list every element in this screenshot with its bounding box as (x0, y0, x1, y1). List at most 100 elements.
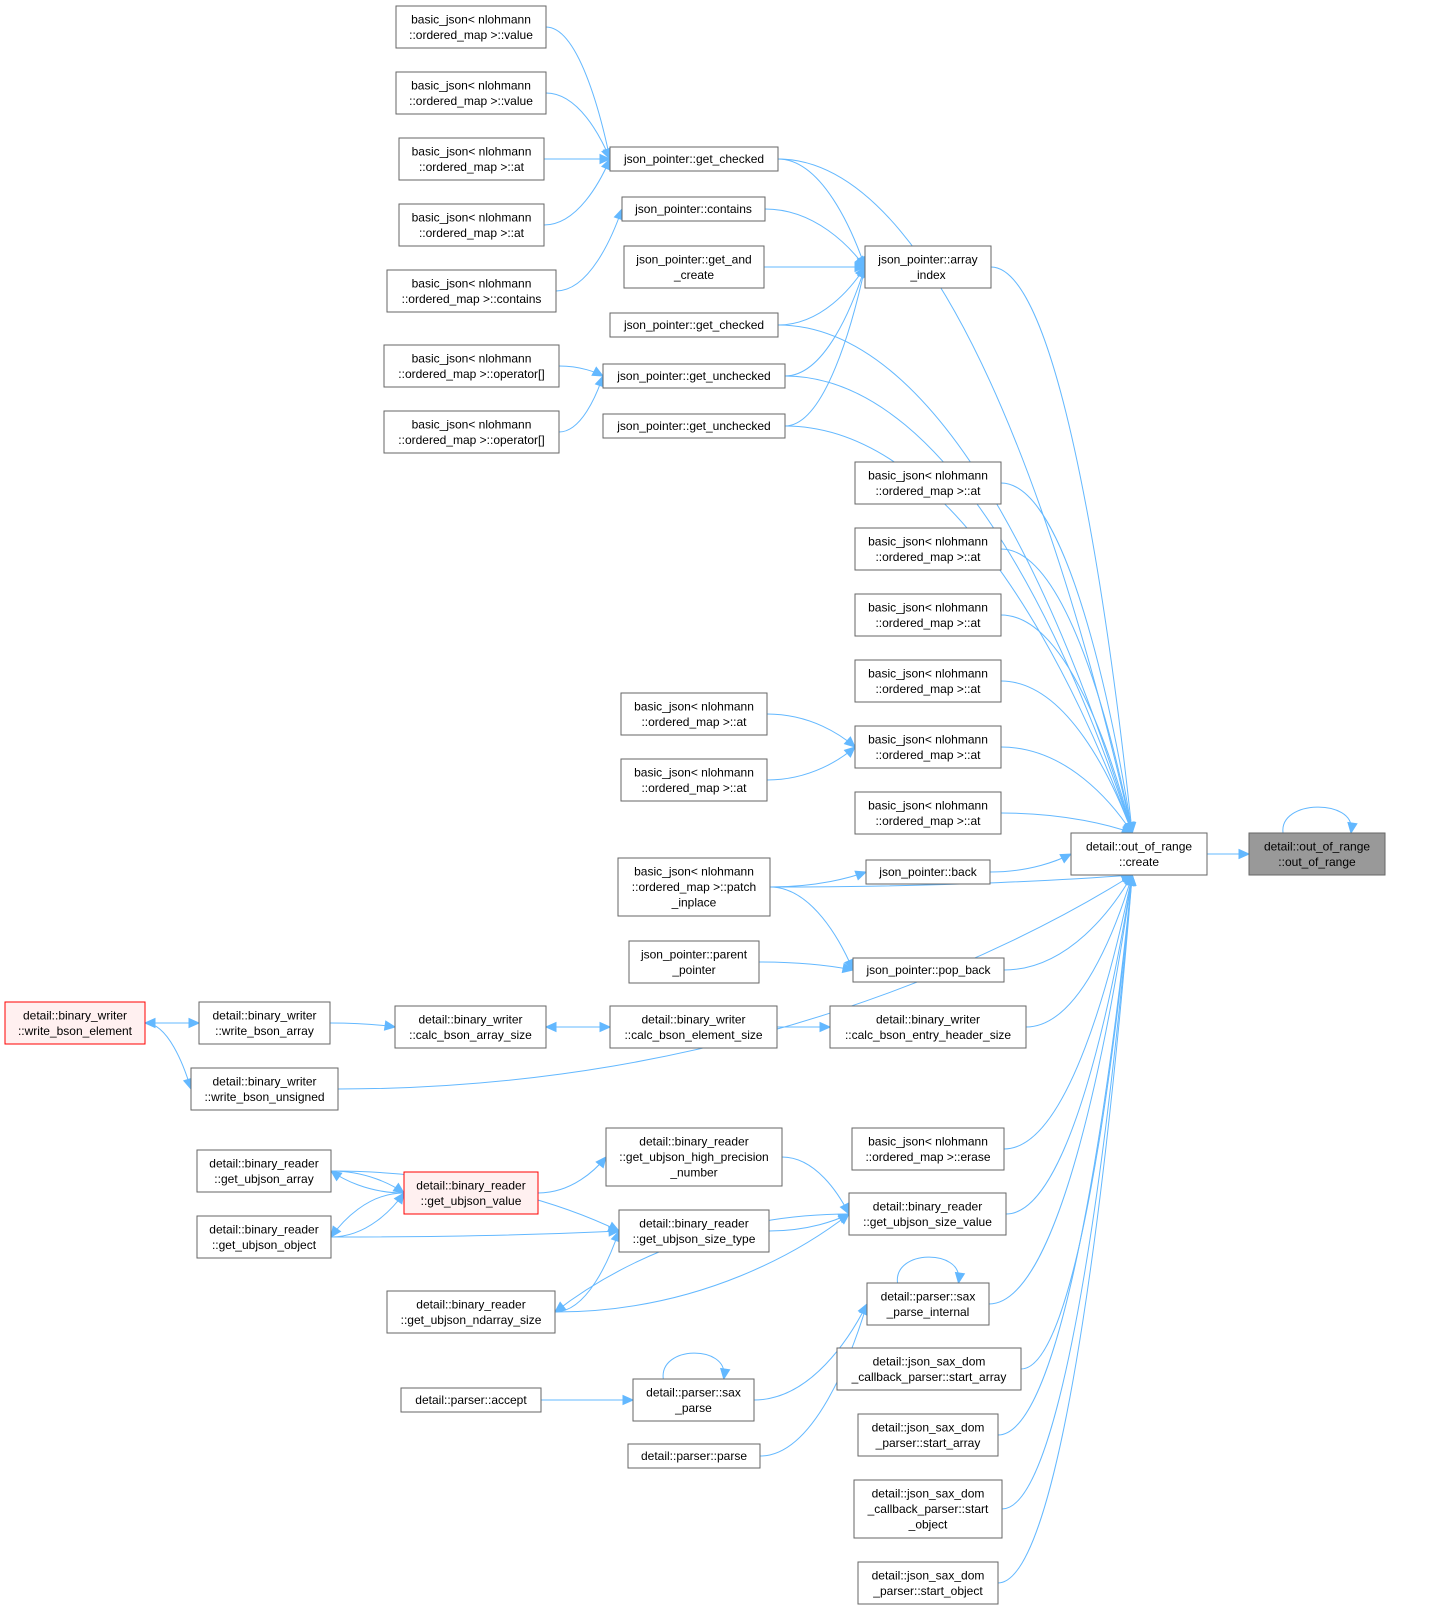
node-bj_at1[interactable]: basic_json< nlohmann::ordered_map >::at (854, 461, 1002, 505)
node-br_get_ubjson_value[interactable]: detail::binary_reader::get_ubjson_value (403, 1171, 539, 1215)
edge-jp_back-to-create (989, 853, 1073, 873)
node-label-line: ::ordered_map >::patch (632, 880, 756, 894)
node-p_sax_parse_internal[interactable]: detail::parser::sax_parse_internal (866, 1282, 990, 1326)
node-bj_at_d[interactable]: basic_json< nlohmann::ordered_map >::at (620, 758, 768, 802)
node-br_get_ubjson_object[interactable]: detail::binary_reader::get_ubjson_object (196, 1215, 332, 1259)
edge-bw_write_bson_element-to-bw_write_bson_unsigned (144, 1022, 194, 1091)
edge-br_get_ubjson_value-to-br_get_ubjson_array (330, 1170, 405, 1194)
node-label-line: basic_json< nlohmann (868, 798, 988, 812)
node-label-line: json_pointer::pop_back (865, 963, 991, 977)
node-box (609, 312, 779, 338)
node-label-line: detail::json_sax_dom (872, 1420, 985, 1434)
edge-bj_at5-to-create (1000, 746, 1133, 835)
node-jp_parent[interactable]: json_pointer::parent_pointer (628, 940, 760, 984)
node-bj_value2[interactable]: basic_json< nlohmann::ordered_map >::val… (395, 71, 547, 115)
node-bj_at5[interactable]: basic_json< nlohmann::ordered_map >::at (854, 725, 1002, 769)
node-bw_calc_bson_element_size[interactable]: detail::binary_writer::calc_bson_element… (609, 1005, 778, 1049)
node-bj_value1[interactable]: basic_json< nlohmann::ordered_map >::val… (395, 5, 547, 49)
node-box (864, 245, 992, 289)
node-bw_calc_bson_entry_header_size[interactable]: detail::binary_writer::calc_bson_entry_h… (829, 1005, 1027, 1049)
node-bw_write_bson_element[interactable]: detail::binary_writer::write_bson_elemen… (4, 1001, 146, 1045)
node-bj_at6[interactable]: basic_json< nlohmann::ordered_map >::at (854, 791, 1002, 835)
node-br_get_ubjson_high_precision[interactable]: detail::binary_reader::get_ubjson_high_p… (605, 1127, 783, 1187)
node-box (853, 1479, 1003, 1539)
node-jsdp_start_object[interactable]: detail::json_sax_dom_parser::start_objec… (857, 1561, 999, 1605)
node-jsdcp_start_array[interactable]: detail::json_sax_dom_callback_parser::st… (836, 1347, 1022, 1391)
node-jp_get_checked2[interactable]: json_pointer::get_checked (609, 312, 779, 338)
node-label-line: detail::binary_reader (873, 1199, 982, 1213)
edge-br_get_ubjson_object-to-br_get_ubjson_value (330, 1192, 405, 1238)
edge-arrowhead (854, 261, 867, 273)
node-jsdp_start_array[interactable]: detail::json_sax_dom_parser::start_array (857, 1413, 999, 1457)
node-root[interactable]: detail::out_of_range::out_of_range (1248, 832, 1386, 876)
edge-arrowhead (383, 1020, 397, 1031)
edge-bj_value2-to-jp_get_checked1 (545, 92, 611, 161)
edge-p_accept-to-p_sax_parse (541, 1394, 635, 1406)
node-jp_get_checked1[interactable]: json_pointer::get_checked (609, 146, 779, 172)
edge-br_get_ubjson_ndarray_size-to-br_get_ubjson_size_type (554, 1229, 621, 1313)
edge-line (554, 1213, 850, 1313)
node-label-line: ::out_of_range (1278, 855, 1356, 869)
node-label-line: ::write_bson_element (18, 1024, 133, 1038)
node-bj_at2[interactable]: basic_json< nlohmann::ordered_map >::at (854, 527, 1002, 571)
node-jsdcp_start_object[interactable]: detail::json_sax_dom_callback_parser::st… (853, 1479, 1003, 1539)
node-jp_get_unchecked2[interactable]: json_pointer::get_unchecked (602, 413, 786, 439)
node-jp_contains[interactable]: json_pointer::contains (621, 196, 766, 222)
node-bj_at_a[interactable]: basic_json< nlohmann::ordered_map >::at (398, 137, 545, 181)
node-label-line: basic_json< nlohmann (868, 666, 988, 680)
node-label-line: detail::parser::sax (881, 1289, 976, 1303)
edge-line (769, 886, 854, 971)
node-label-line: basic_json< nlohmann (411, 12, 531, 26)
node-label-line: basic_json< nlohmann (634, 865, 754, 879)
node-label-line: basic_json< nlohmann (634, 699, 754, 713)
node-box (403, 1171, 539, 1215)
edge-line (1000, 548, 1133, 834)
edge-arrowhead (1347, 821, 1358, 835)
node-bw_calc_bson_array_size[interactable]: detail::binary_writer::calc_bson_array_s… (394, 1005, 547, 1049)
node-box (620, 692, 768, 736)
node-box (605, 1127, 783, 1187)
node-box (836, 1347, 1022, 1391)
node-bj_at3[interactable]: basic_json< nlohmann::ordered_map >::at (854, 593, 1002, 637)
edge-line (1000, 680, 1133, 834)
node-bj_erase[interactable]: basic_json< nlohmann::ordered_map >::era… (851, 1127, 1005, 1171)
node-bj_patch[interactable]: basic_json< nlohmann::ordered_map >::pat… (617, 857, 771, 917)
node-jp_get_and_create[interactable]: json_pointer::get_and_create (623, 245, 765, 289)
node-br_get_ubjson_array[interactable]: detail::binary_reader::get_ubjson_array (196, 1149, 332, 1193)
edge-line (330, 1192, 405, 1238)
node-label-line: ::write_bson_array (215, 1024, 314, 1038)
edge-line (766, 713, 856, 748)
node-box (621, 196, 766, 222)
node-bw_write_bson_array[interactable]: detail::binary_writer::write_bson_array (198, 1001, 331, 1045)
edge-line (330, 1170, 405, 1194)
node-bj_contains[interactable]: basic_json< nlohmann::ordered_map >::con… (386, 269, 557, 313)
node-bj_at_c[interactable]: basic_json< nlohmann::ordered_map >::at (620, 692, 768, 736)
node-bj_at4[interactable]: basic_json< nlohmann::ordered_map >::at (854, 659, 1002, 703)
node-jp_back[interactable]: json_pointer::back (865, 859, 991, 885)
node-p_accept[interactable]: detail::parser::accept (400, 1387, 542, 1413)
node-label-line: ::write_bson_unsigned (204, 1090, 324, 1104)
edge-arrowhead (330, 1225, 342, 1238)
node-p_sax_parse[interactable]: detail::parser::sax_parse (632, 1378, 755, 1422)
node-label-line: basic_json< nlohmann (868, 600, 988, 614)
node-label-line: json_pointer::get_checked (623, 152, 764, 166)
node-label-line: detail::binary_reader (416, 1178, 525, 1192)
node-p_parse[interactable]: detail::parser::parse (627, 1443, 761, 1469)
edge-line (759, 1303, 868, 1457)
node-br_get_ubjson_size_value[interactable]: detail::binary_reader::get_ubjson_size_v… (848, 1192, 1007, 1236)
node-br_get_ubjson_size_type[interactable]: detail::binary_reader::get_ubjson_size_t… (618, 1209, 770, 1253)
node-bw_write_bson_unsigned[interactable]: detail::binary_writer::write_bson_unsign… (190, 1067, 339, 1111)
node-br_get_ubjson_ndarray_size[interactable]: detail::binary_reader::get_ubjson_ndarra… (386, 1290, 556, 1334)
node-jp_pop_back[interactable]: json_pointer::pop_back (852, 957, 1005, 983)
edge-root-to-root (1282, 806, 1358, 835)
node-create[interactable]: detail::out_of_range::create (1070, 832, 1208, 876)
node-bj_op1[interactable]: basic_json< nlohmann::ordered_map >::ope… (383, 344, 560, 388)
edge-line (769, 874, 1133, 888)
node-jp_array_index[interactable]: json_pointer::array_index (864, 245, 992, 289)
node-box (851, 1127, 1005, 1171)
edge-arrowhead (599, 1021, 612, 1033)
node-bj_op2[interactable]: basic_json< nlohmann::ordered_map >::ope… (383, 410, 560, 454)
node-bj_at_b[interactable]: basic_json< nlohmann::ordered_map >::at (398, 203, 545, 247)
node-label-line: ::get_ubjson_high_precision (619, 1150, 768, 1164)
node-jp_get_unchecked1[interactable]: json_pointer::get_unchecked (602, 363, 786, 389)
